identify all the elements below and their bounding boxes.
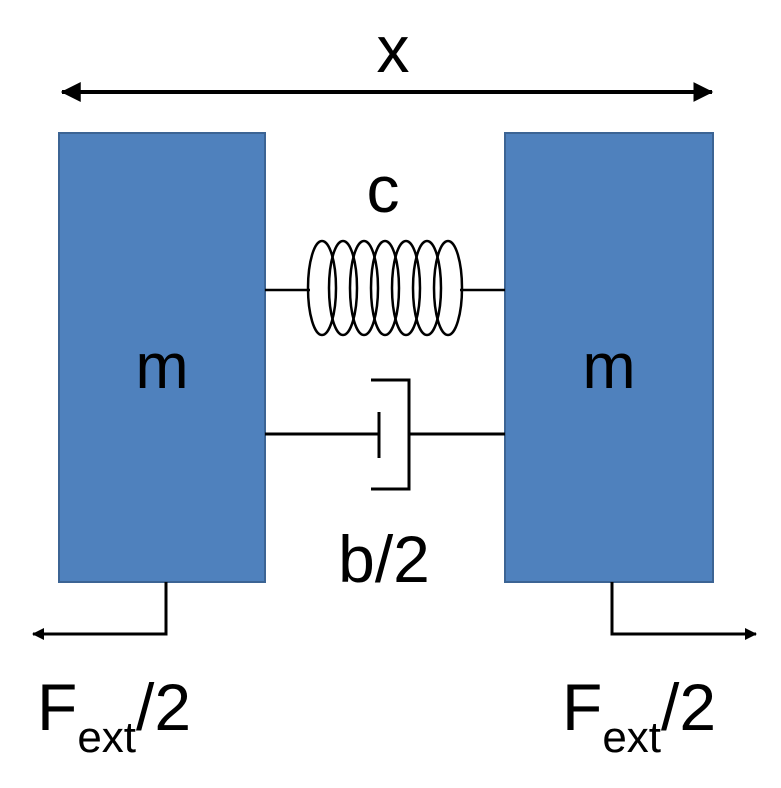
force-left-arrow <box>32 582 168 640</box>
dashpot-icon <box>265 378 505 491</box>
force-left-main: F <box>37 670 77 744</box>
force-left-tail: /2 <box>136 670 191 744</box>
mass-right-label: m <box>582 330 635 402</box>
force-right-label: Fext/2 <box>562 670 716 762</box>
mass-left-block <box>58 132 266 583</box>
coil-spring-icon <box>265 239 505 337</box>
force-right-tail: /2 <box>661 670 716 744</box>
mass-left-label: m <box>135 330 188 402</box>
displacement-label: x <box>377 12 410 86</box>
force-right-arrow <box>610 582 757 640</box>
force-left-sub: ext <box>77 713 136 762</box>
damper-label: b/2 <box>338 522 430 596</box>
mass-right-block <box>504 132 714 583</box>
force-left-label: Fext/2 <box>37 670 191 762</box>
force-right-main: F <box>562 670 602 744</box>
spring-label: c <box>367 152 400 226</box>
force-right-sub: ext <box>602 713 661 762</box>
